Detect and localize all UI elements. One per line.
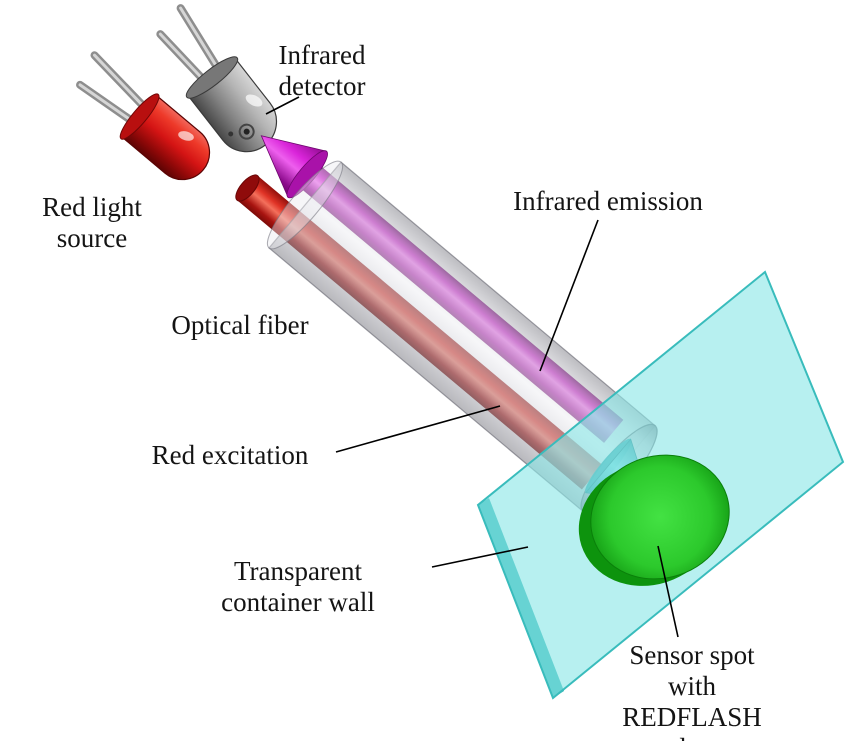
sensor-spot-disc bbox=[578, 454, 730, 586]
fiber-front-cap bbox=[266, 160, 344, 250]
red-led-body bbox=[119, 93, 211, 181]
detector-lens-ring bbox=[238, 123, 255, 140]
red-led-legs bbox=[76, 51, 151, 127]
detector-lens bbox=[243, 128, 250, 135]
detector-body bbox=[185, 56, 278, 153]
label-sensor-spot: Sensor spot with REDFLASH dye bbox=[622, 640, 762, 741]
label-infrared-detector: Infrared detector bbox=[278, 40, 366, 101]
sensor-spot-face bbox=[590, 454, 730, 580]
leader-line-sensor-spot bbox=[657, 545, 679, 638]
detector-highlight bbox=[245, 94, 263, 107]
label-optical-fiber: Optical fiber bbox=[171, 310, 309, 340]
detector-dot bbox=[228, 131, 234, 137]
label-red-light-source: Red light source bbox=[42, 192, 142, 253]
infrared-detector-led bbox=[156, 4, 278, 153]
label-infrared-emission: Infrared emission bbox=[513, 186, 703, 216]
red-led-highlight bbox=[178, 131, 194, 141]
leader-line-infrared-emission bbox=[539, 219, 599, 372]
leader-line-infrared-detector bbox=[265, 96, 300, 115]
red-light-source-led bbox=[76, 51, 211, 181]
detector-legs bbox=[156, 4, 223, 85]
label-red-excitation: Red excitation bbox=[151, 440, 309, 470]
leader-line-container-wall bbox=[431, 546, 529, 568]
label-container-wall: Transparent container wall bbox=[221, 556, 375, 617]
leader-lines bbox=[265, 96, 679, 638]
leader-line-red-excitation bbox=[335, 405, 501, 453]
emission-arrow bbox=[260, 135, 328, 199]
